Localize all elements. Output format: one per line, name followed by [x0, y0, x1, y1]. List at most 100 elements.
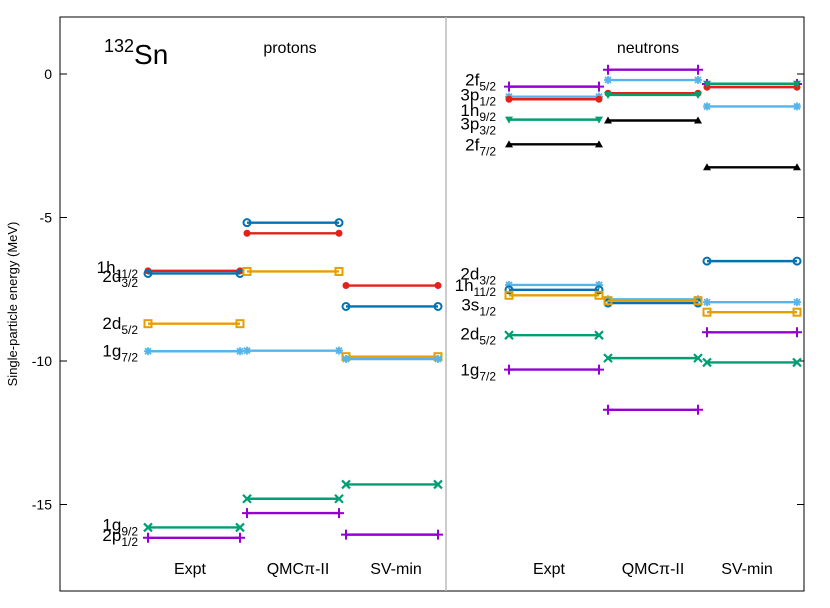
panel-title: neutrons: [617, 40, 679, 57]
data-marker: [693, 64, 703, 75]
state-label: 2f7/2: [465, 135, 496, 158]
data-marker: [693, 296, 703, 306]
state-label: 2d3/2: [102, 267, 138, 290]
data-marker: [703, 80, 711, 88]
level-2f7-2: [505, 116, 801, 171]
data-marker: [341, 301, 351, 311]
data-marker: [235, 319, 245, 329]
state-label: 2p1/2: [102, 526, 138, 549]
data-marker: [603, 353, 613, 363]
data-marker: [341, 479, 351, 490]
column-label: SV-min: [721, 561, 773, 578]
data-marker: [335, 346, 343, 355]
y-axis-label: Single-particle energy (MeV): [5, 222, 20, 387]
data-marker: [143, 319, 153, 329]
data-marker: [594, 330, 604, 340]
level-1g7-2: [144, 346, 442, 363]
state-label: 2d5/2: [102, 314, 138, 337]
level-1g9-2: [143, 479, 443, 533]
state-label: 1g7/2: [102, 341, 138, 364]
data-marker: [603, 404, 613, 415]
y-tick-label: 0: [44, 66, 52, 82]
data-marker: [235, 532, 245, 543]
data-marker: [505, 95, 513, 103]
data-marker: [595, 95, 603, 103]
data-marker: [792, 357, 802, 368]
data-marker: [594, 290, 604, 300]
data-marker: [334, 266, 344, 276]
data-marker: [793, 102, 801, 111]
level-2d3-2: [505, 280, 801, 307]
data-marker: [242, 508, 252, 519]
y-tick-label: -10: [32, 353, 52, 369]
data-marker: [604, 76, 612, 85]
nucleus-symbol: Sn: [134, 39, 168, 70]
level-2p1-2: [143, 508, 443, 543]
data-marker: [694, 76, 702, 85]
data-marker: [242, 493, 252, 504]
data-marker: [603, 64, 613, 75]
data-marker: [236, 347, 244, 356]
data-marker: [334, 508, 344, 519]
data-marker: [505, 280, 513, 289]
data-marker: [342, 354, 350, 363]
state-label: 1h9/2: [460, 101, 496, 124]
nucleus-title: 132Sn: [104, 36, 168, 70]
data-marker: [703, 163, 711, 171]
data-marker: [793, 80, 801, 88]
data-marker: [504, 364, 514, 375]
data-marker: [505, 140, 513, 148]
data-marker: [595, 280, 603, 289]
data-marker: [793, 298, 801, 307]
y-tick-label: -5: [40, 210, 53, 226]
data-marker: [341, 529, 351, 540]
column-label: QMCπ-II: [267, 561, 330, 578]
data-marker: [434, 354, 442, 363]
data-marker: [143, 522, 153, 533]
data-marker: [243, 346, 251, 355]
state-label: 1h11/2: [455, 276, 497, 299]
state-label: 2f5/2: [465, 71, 496, 94]
data-marker: [595, 116, 603, 124]
level-1h11-2: [144, 229, 442, 290]
data-marker: [504, 330, 514, 340]
column-label: SV-min: [370, 561, 422, 578]
level-3p1-2: [505, 76, 801, 111]
level-1g7-2: [504, 327, 802, 415]
data-marker: [604, 91, 612, 99]
data-marker: [693, 353, 703, 363]
state-label: 3p1/2: [460, 86, 496, 109]
data-marker: [334, 218, 344, 228]
data-marker: [505, 116, 513, 124]
data-marker: [595, 140, 603, 148]
data-marker: [242, 218, 252, 228]
data-marker: [335, 229, 343, 237]
nucleus-mass: 132: [104, 36, 134, 56]
data-marker: [433, 529, 443, 540]
data-marker: [143, 532, 153, 543]
data-marker: [594, 364, 604, 375]
data-marker: [792, 327, 802, 338]
y-tick-label: -15: [32, 497, 52, 513]
plot-frame: [59, 16, 805, 592]
column-label: Expt: [533, 561, 566, 578]
data-marker: [334, 493, 344, 504]
data-marker: [243, 229, 251, 237]
state-label: 1h11/2: [97, 258, 139, 281]
data-marker: [504, 290, 514, 300]
data-marker: [242, 266, 252, 276]
data-marker: [143, 268, 153, 278]
state-label: 2d5/2: [460, 325, 496, 348]
data-marker: [703, 102, 711, 111]
panel-title: protons: [263, 40, 316, 57]
data-marker: [702, 327, 712, 338]
y-axis: 0 -5 -10 -15: [32, 66, 804, 513]
column-label: Expt: [174, 561, 207, 578]
data-marker: [603, 296, 613, 306]
data-marker: [693, 404, 703, 415]
data-marker: [694, 116, 702, 124]
state-label: 2d3/2: [460, 264, 496, 287]
